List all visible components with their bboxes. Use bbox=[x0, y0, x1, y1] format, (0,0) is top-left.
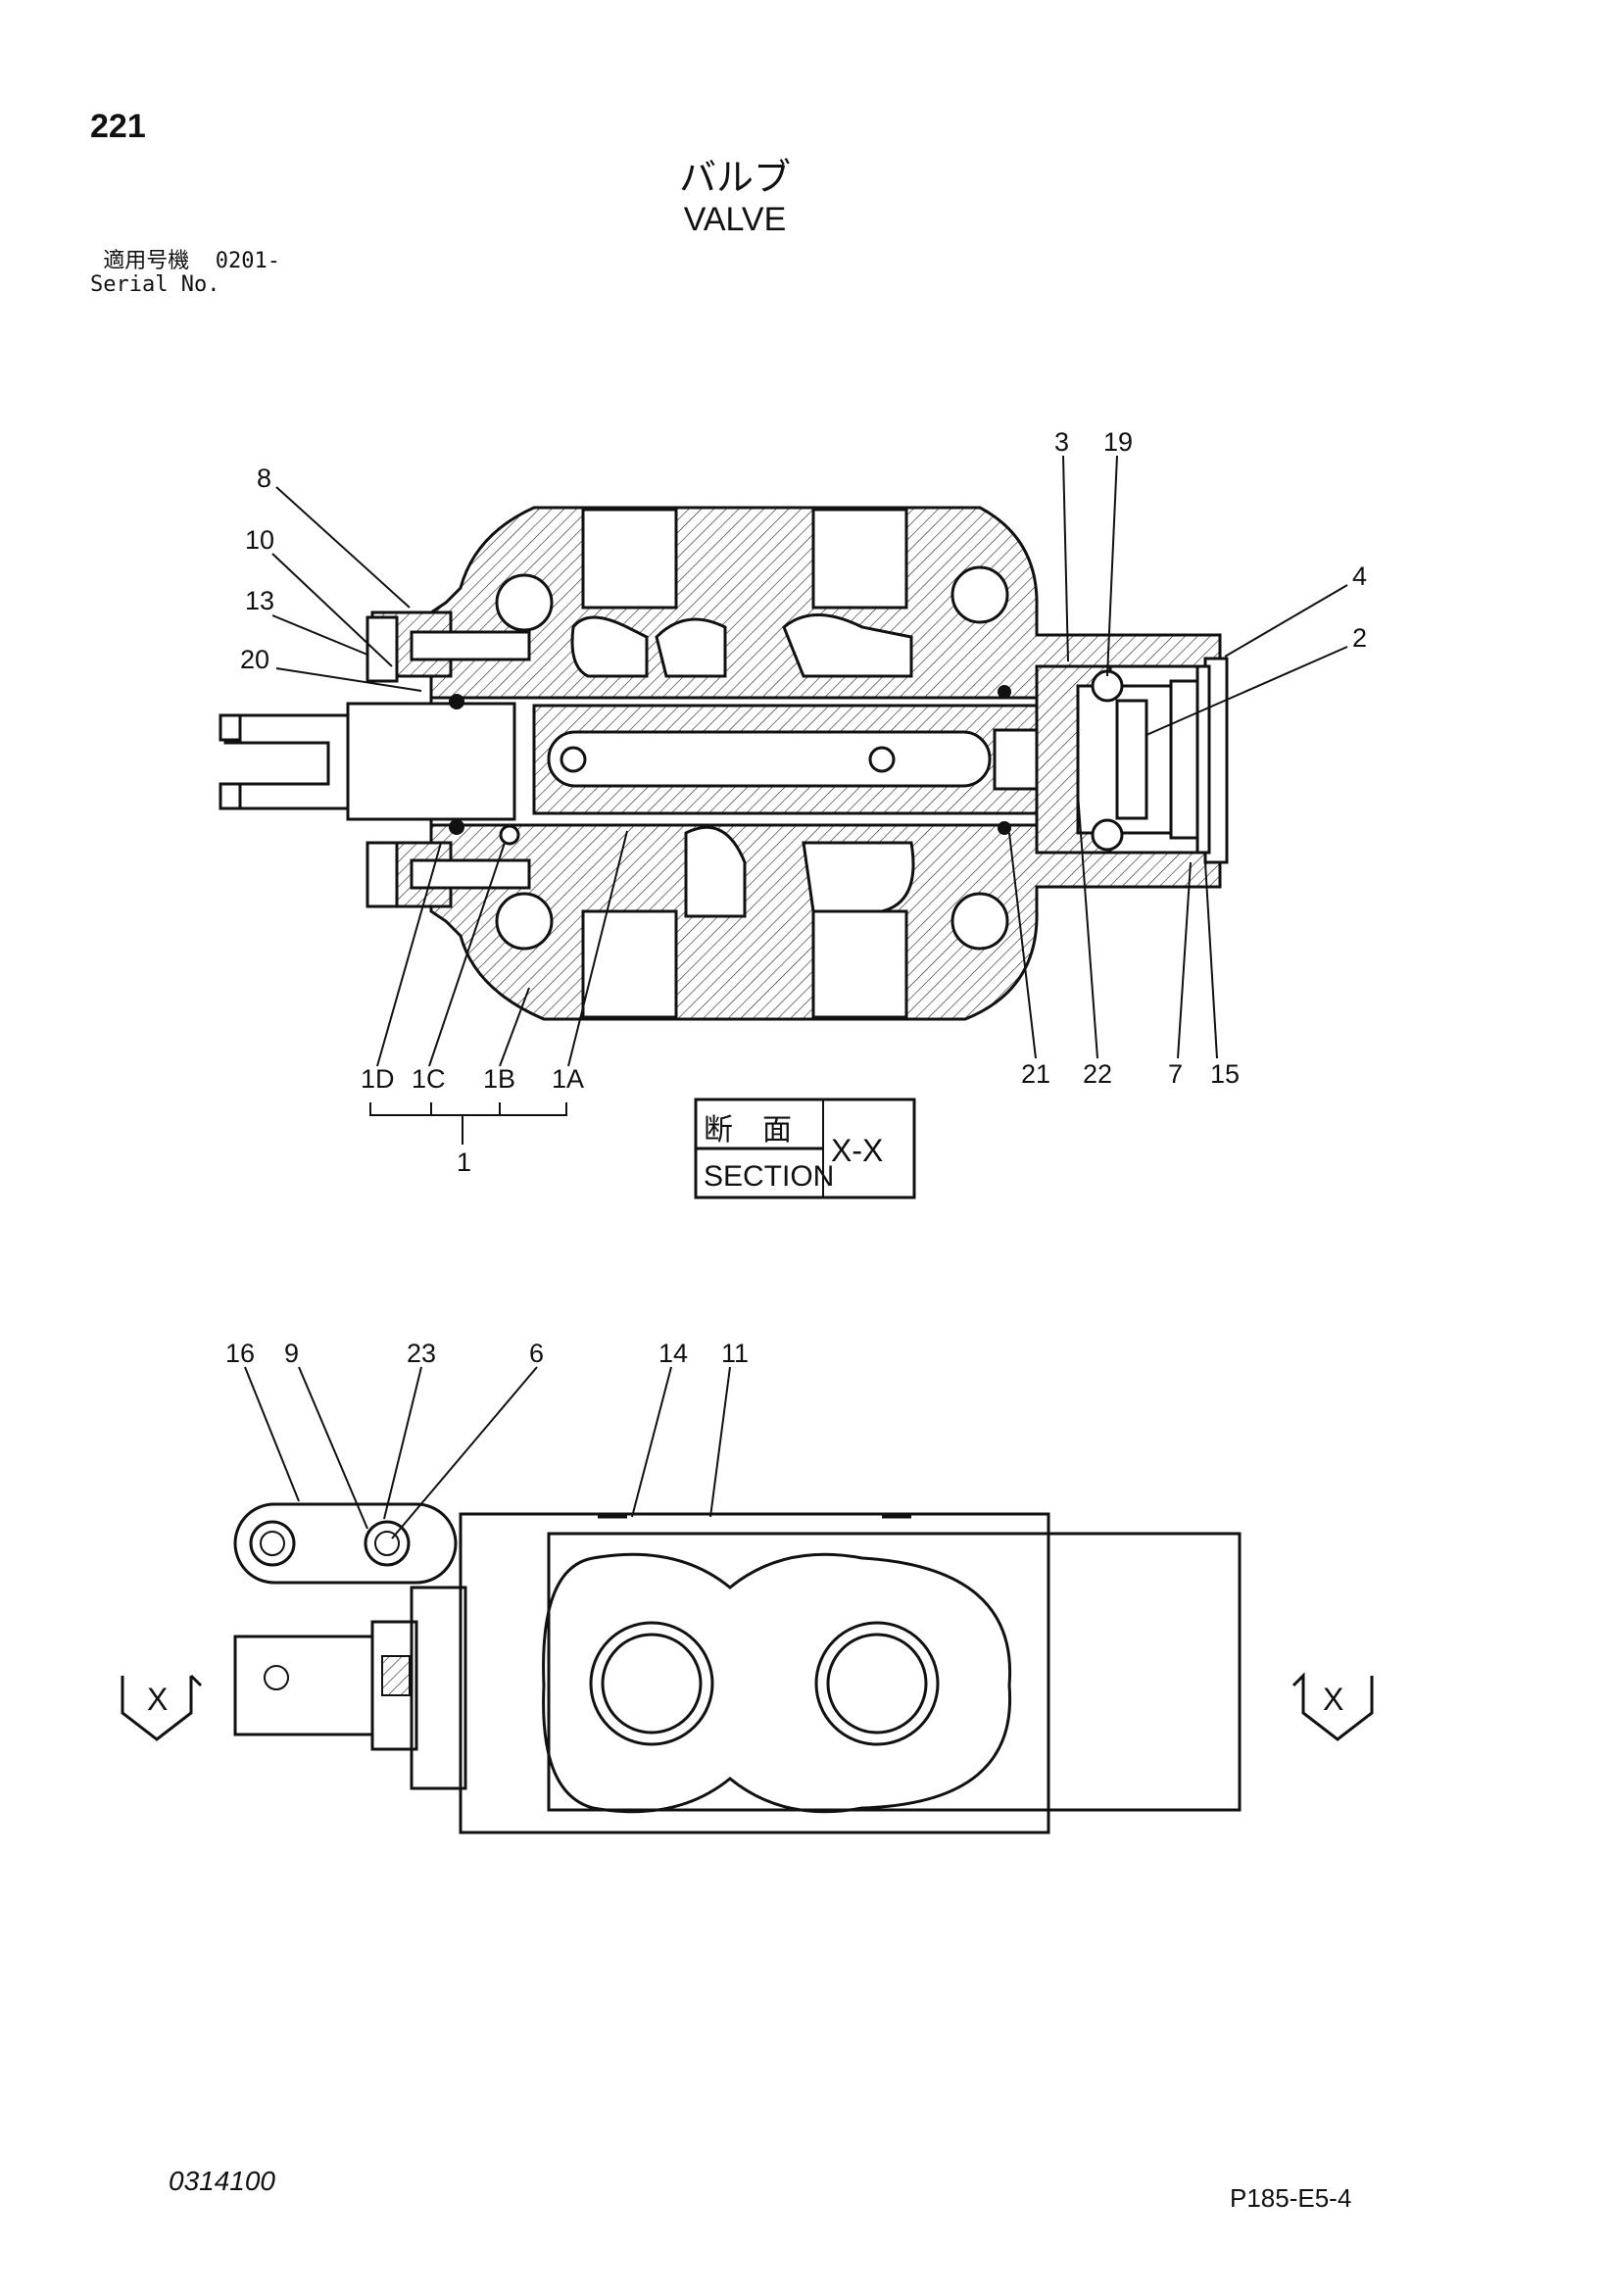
section-view bbox=[219, 506, 1229, 1021]
knurl bbox=[381, 1655, 411, 1696]
bolt-head-upper bbox=[365, 615, 399, 683]
spool-hole-right bbox=[868, 746, 896, 773]
passage-3 bbox=[782, 613, 913, 678]
bolt-hole-ll bbox=[495, 892, 554, 951]
ball-1 bbox=[499, 824, 520, 846]
section-label-box: 断 面 SECTION X-X bbox=[694, 1098, 916, 1199]
link-plate bbox=[233, 1502, 458, 1585]
callout-19: 19 bbox=[1103, 427, 1133, 457]
plan-view bbox=[233, 1502, 1242, 1834]
callout-10: 10 bbox=[245, 525, 274, 555]
port-left-inner bbox=[601, 1633, 703, 1734]
passage-4 bbox=[684, 825, 747, 918]
plunger-rod bbox=[346, 702, 516, 821]
callout-3: 3 bbox=[1054, 427, 1069, 457]
bolt-hole-lr bbox=[950, 892, 1009, 951]
callout-1b: 1B bbox=[483, 1064, 515, 1094]
port-plate bbox=[542, 1552, 1012, 1814]
title-japanese: バルブ bbox=[678, 156, 791, 199]
passage-5 bbox=[802, 841, 915, 913]
pin-right-inner bbox=[374, 1531, 400, 1556]
callout-1a: 1A bbox=[552, 1064, 584, 1094]
port-left-outer bbox=[589, 1621, 714, 1746]
spring-stop bbox=[1115, 699, 1148, 820]
callout-14: 14 bbox=[658, 1339, 688, 1368]
document-code: 0314100 bbox=[169, 2166, 276, 2196]
passage-1 bbox=[570, 615, 649, 678]
section-name: X-X bbox=[831, 1133, 883, 1168]
serial-value: 0201- bbox=[215, 249, 280, 273]
section-marker-right: X bbox=[1291, 1672, 1374, 1741]
callout-16: 16 bbox=[225, 1339, 255, 1368]
callout-13: 13 bbox=[245, 586, 274, 615]
page-code: P185-E5-4 bbox=[1230, 2183, 1352, 2213]
o-ring-1 bbox=[449, 694, 464, 709]
spool-inner-bore bbox=[547, 730, 992, 788]
bolt-head-lower bbox=[365, 841, 399, 908]
section-marker-left: X bbox=[121, 1674, 203, 1741]
pin-right bbox=[364, 1520, 411, 1567]
port-right-inner bbox=[826, 1633, 928, 1734]
spring-coil-bottom bbox=[1091, 818, 1124, 852]
callout-15: 15 bbox=[1210, 1059, 1240, 1089]
snap-ring bbox=[1195, 664, 1211, 855]
callout-21: 21 bbox=[1021, 1059, 1050, 1089]
housing-main bbox=[459, 1512, 1050, 1834]
retainer-plate bbox=[410, 1586, 467, 1790]
clevis-bottom bbox=[219, 782, 242, 810]
bolt-hole-ur bbox=[950, 565, 1009, 624]
serial-label-en: Serial No. bbox=[90, 272, 220, 297]
section-label-jp: 断 面 bbox=[704, 1113, 792, 1148]
section-marker-right-label: X bbox=[1323, 1682, 1343, 1717]
spool-end-hole bbox=[264, 1665, 289, 1690]
title-english: VALVE bbox=[683, 201, 787, 238]
callout-1: 1 bbox=[457, 1148, 471, 1177]
callout-20: 20 bbox=[240, 645, 269, 674]
bolt-upper bbox=[410, 630, 531, 661]
callout-22: 22 bbox=[1083, 1059, 1112, 1089]
bolt-hole-ul bbox=[495, 573, 554, 632]
clevis bbox=[223, 713, 350, 810]
callout-4: 4 bbox=[1352, 562, 1367, 591]
o-ring-3 bbox=[998, 685, 1011, 699]
clevis-top bbox=[219, 713, 242, 742]
o-ring-2 bbox=[449, 819, 464, 835]
port-lower-left bbox=[581, 909, 678, 1019]
callout-7: 7 bbox=[1168, 1059, 1183, 1089]
callout-9: 9 bbox=[284, 1339, 299, 1368]
section-callouts: 8 10 13 20 3 19 4 2 1D 1C 1B 1A 1 21 22 … bbox=[240, 427, 1367, 1177]
callout-1d: 1D bbox=[361, 1064, 395, 1094]
collar bbox=[370, 1620, 418, 1751]
callout-1c: 1C bbox=[412, 1064, 446, 1094]
spool-hole-left bbox=[560, 746, 587, 773]
passage-2 bbox=[655, 617, 727, 678]
callout-11: 11 bbox=[721, 1339, 749, 1368]
o-ring-4 bbox=[998, 821, 1011, 835]
callout-6: 6 bbox=[529, 1339, 544, 1368]
spool-end-plan bbox=[233, 1635, 374, 1736]
housing-right bbox=[547, 1532, 1242, 1812]
pin-left bbox=[249, 1520, 296, 1567]
port-lower-right bbox=[811, 909, 908, 1019]
callout-8: 8 bbox=[257, 464, 271, 493]
section-marker-left-label: X bbox=[147, 1682, 168, 1717]
serial-info: 適用号機 0201- Serial No. bbox=[90, 250, 280, 297]
port-upper-left bbox=[581, 508, 678, 610]
section-label-en: SECTION bbox=[704, 1160, 834, 1193]
pin-left-inner bbox=[260, 1531, 285, 1556]
callout-23: 23 bbox=[407, 1339, 436, 1368]
callout-2: 2 bbox=[1352, 623, 1367, 653]
port-right-outer bbox=[814, 1621, 940, 1746]
plan-callouts: 16 9 23 6 14 11 bbox=[225, 1339, 749, 1539]
page-number: 221 bbox=[90, 108, 146, 145]
serial-label-jp: 適用号機 bbox=[103, 249, 190, 273]
port-upper-right bbox=[811, 508, 908, 610]
